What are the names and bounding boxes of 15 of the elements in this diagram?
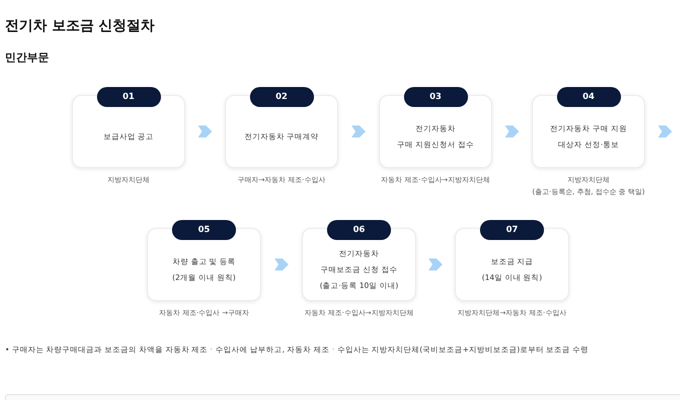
arrow — [352, 126, 366, 138]
arrow — [274, 258, 288, 270]
section-heading: 민간부문 — [5, 50, 49, 65]
arrow — [658, 126, 672, 138]
arrow — [198, 126, 212, 138]
arrow — [505, 126, 519, 138]
step-badge: 03 — [404, 87, 468, 107]
arrow — [428, 258, 442, 270]
step-badge: 05 — [172, 220, 236, 240]
page-title: 전기차 보조금 신청절차 — [5, 17, 155, 35]
step-badge: 02 — [250, 87, 314, 107]
step-badge: 07 — [480, 220, 544, 240]
step-badge: 06 — [327, 220, 391, 240]
step-badge: 04 — [556, 87, 620, 107]
step-badge: 01 — [96, 87, 160, 107]
